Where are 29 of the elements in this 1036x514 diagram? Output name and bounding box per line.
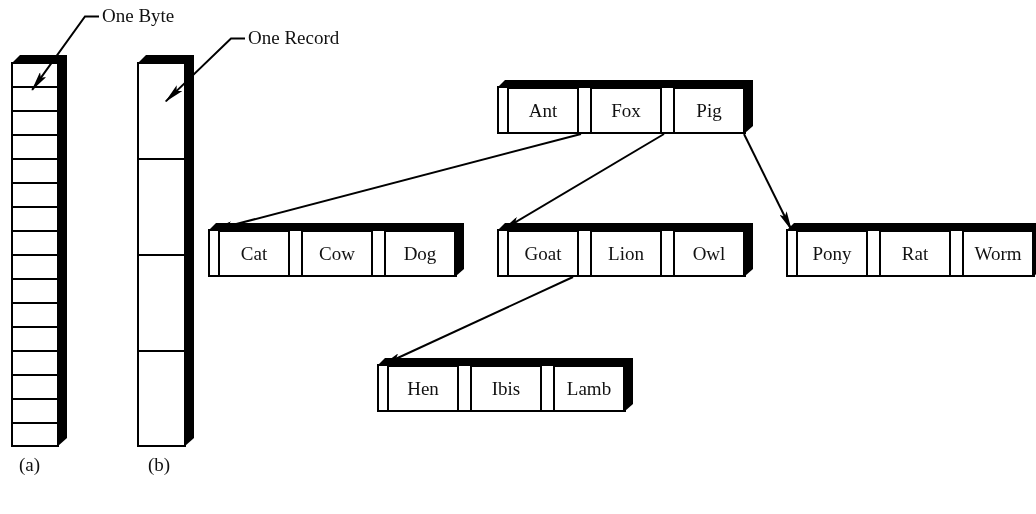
btree-node [208, 222, 464, 277]
key-cell: Lion [590, 230, 662, 277]
caption-label: (b) [148, 455, 171, 474]
leader-line [31, 15, 100, 91]
key-cell: Worm [962, 230, 1034, 277]
memory-column [137, 54, 194, 446]
key-cell: Hen [387, 365, 459, 412]
leader-line [164, 37, 246, 103]
key-cell: Pig [673, 87, 745, 134]
memory-column [11, 54, 67, 446]
pointer-arrow [743, 133, 793, 231]
key-cell: Goat [507, 230, 579, 277]
key-cell: Lamb [553, 365, 625, 412]
callout-label: One Record [248, 28, 340, 47]
key-cell: Dog [384, 230, 456, 277]
key-cell: Cow [301, 230, 373, 277]
key-cell: Pony [796, 230, 868, 277]
btree-node [497, 222, 753, 277]
btree-node [377, 357, 633, 412]
btree-node [497, 79, 753, 134]
key-cell: Ant [507, 87, 579, 134]
key-cell: Fox [590, 87, 662, 134]
key-cell: Owl [673, 230, 745, 277]
callout-label: One Byte [102, 6, 175, 25]
key-cell: Ibis [470, 365, 542, 412]
caption-label: (a) [19, 455, 41, 474]
btree-node [786, 222, 1036, 277]
key-cell: Cat [218, 230, 290, 277]
key-cell: Rat [879, 230, 951, 277]
